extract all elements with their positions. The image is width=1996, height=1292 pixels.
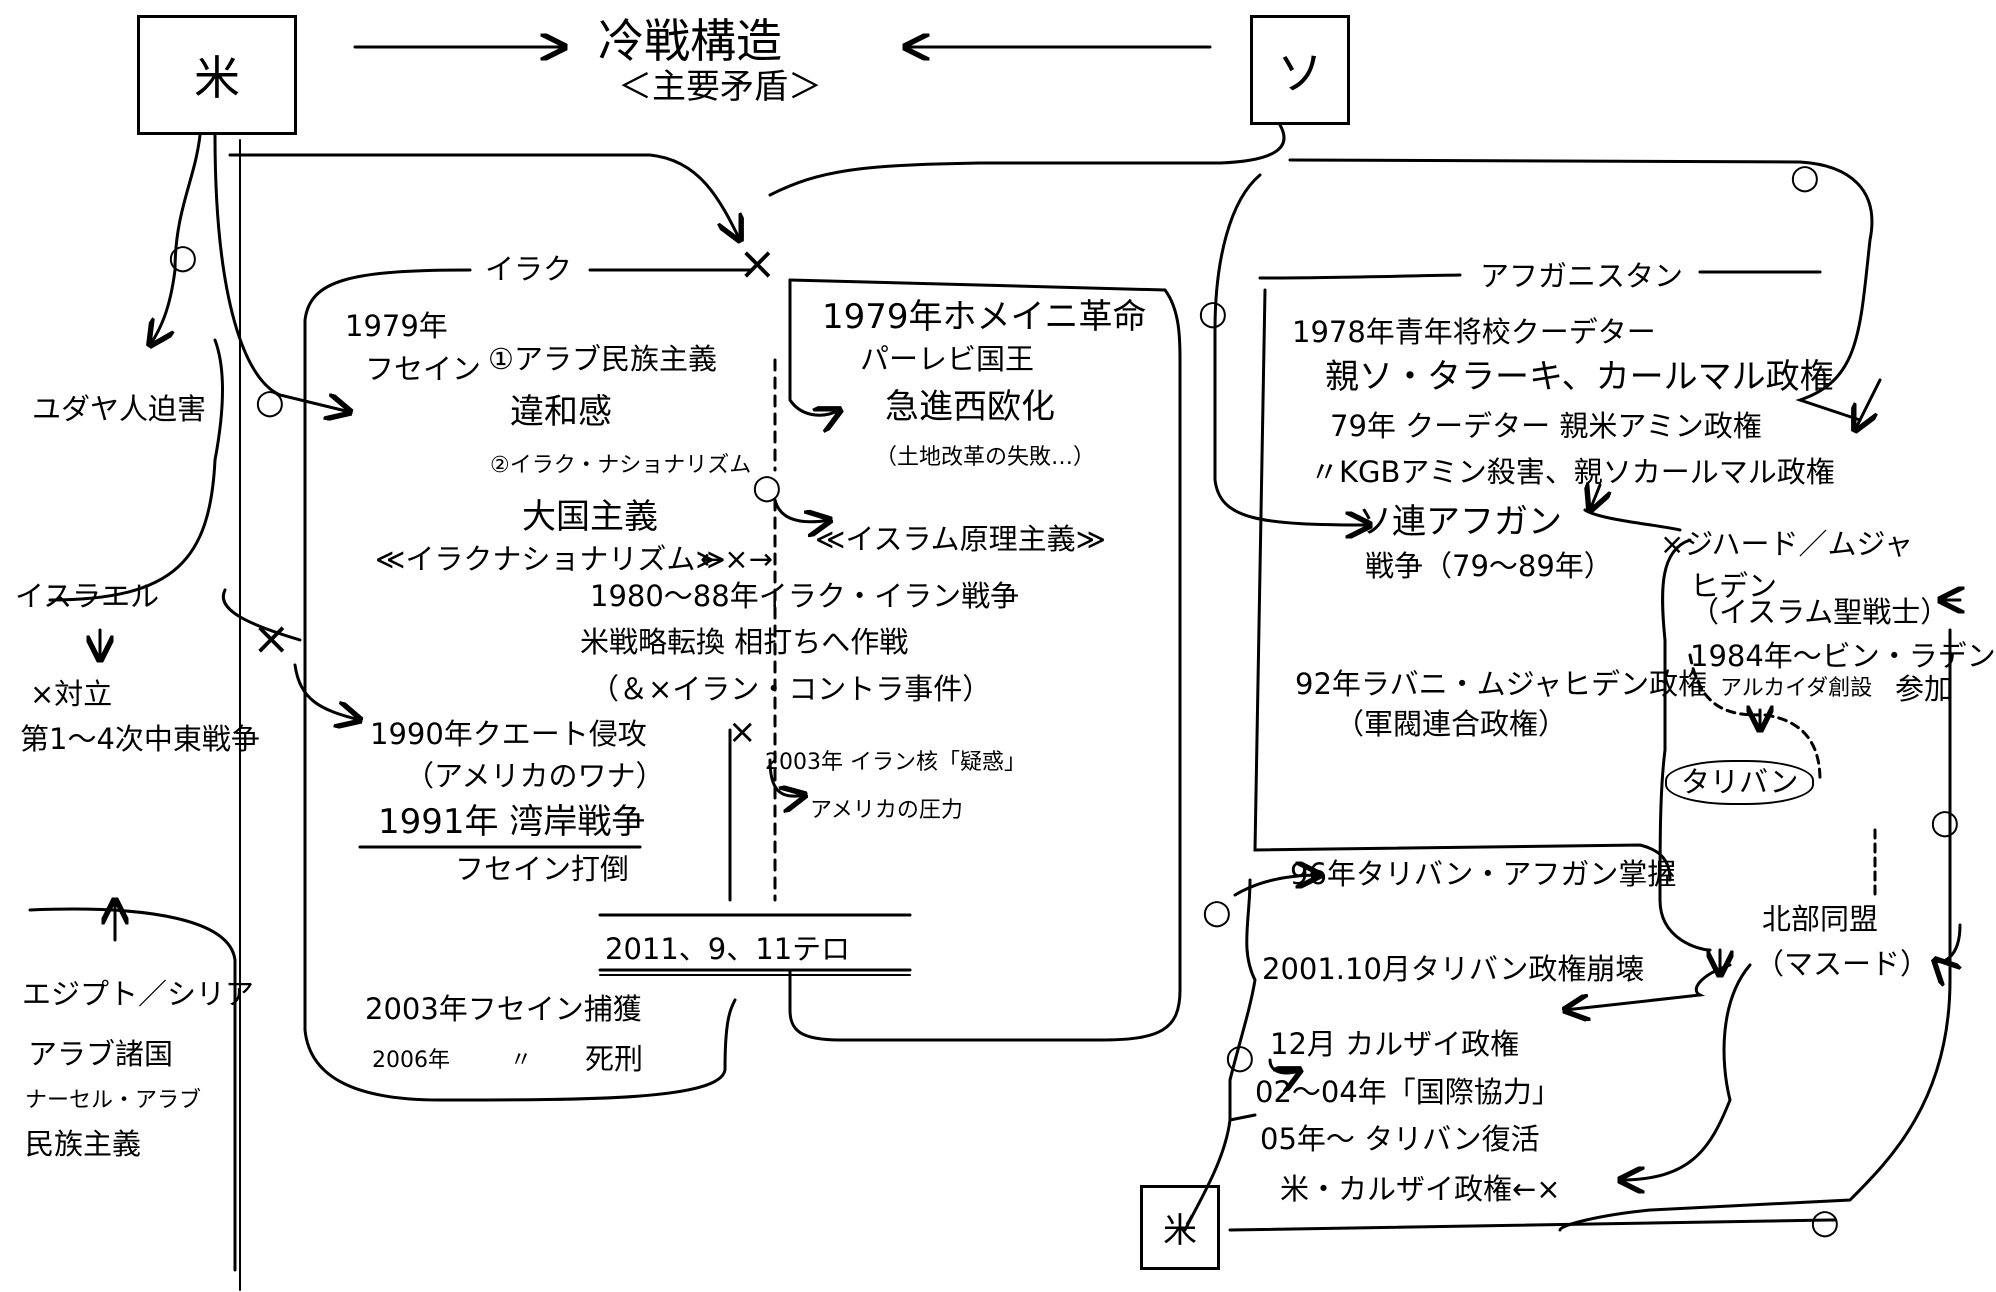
- sept-11-terror: 2011、9、11テロ: [605, 932, 851, 966]
- nationalism: 民族主義: [25, 1127, 142, 1161]
- overthrow-hussein: フセイン打倒: [455, 852, 630, 886]
- bin-laden: 1984年〜ビン・ラデン: [1690, 639, 1996, 673]
- nasser-arab: ナーセル・アラブ: [25, 1088, 202, 1113]
- iraq-title: イラク: [485, 252, 573, 286]
- taliban-revival: 05年〜 タリバン復活: [1260, 1122, 1540, 1156]
- oppose-mark-2: ×: [252, 611, 291, 665]
- soviet-afghan: ソ連アフガン: [1358, 502, 1562, 542]
- pahlavi-king: パーレビ国王: [860, 342, 1035, 376]
- kuwait-invasion: 1990年クエート侵攻: [370, 717, 647, 751]
- hussein-capture: 2003年フセイン捕獲: [365, 992, 642, 1026]
- islamic-fundamentalism: ≪イスラム原理主義≫: [815, 522, 1106, 556]
- karzai-regime: 12月 カルザイ政権: [1270, 1027, 1520, 1061]
- support-mark-5: ○: [1790, 157, 1820, 197]
- support-mark-8: ○: [1225, 1037, 1255, 1077]
- support-mark-1: ○: [168, 237, 198, 277]
- great-power: 大国主義: [522, 497, 658, 537]
- taliban-takes-afghanistan: 96年タリバン・アフガン掌握: [1290, 857, 1677, 891]
- diagram-title: 冷戦構造: [598, 14, 782, 68]
- ditto-mark: 〃: [510, 1048, 533, 1073]
- us-pressure: アメリカの圧力: [810, 798, 963, 823]
- al-qaeda-founded: アルカイダ創設: [1720, 676, 1873, 701]
- holy-warriors: （イスラム聖戦士）: [1690, 595, 1950, 629]
- support-mark-4: ○: [1198, 293, 1228, 333]
- khomeini-revolution: 1979年ホメイニ革命: [822, 297, 1147, 337]
- us-karzai: 米・カルザイ政権←×: [1280, 1172, 1561, 1206]
- support-mark-9: ○: [1810, 1202, 1840, 1242]
- soviet-afghan-war: 戦争（79〜89年）: [1365, 549, 1613, 583]
- iraqi-nationalism: ≪イラクナショナリズム≫: [375, 542, 726, 576]
- afghanistan-title: アフガニスタン: [1480, 259, 1684, 293]
- international-cooperation: 02〜04年「国際協力」: [1255, 1075, 1561, 1109]
- participation: 参加: [1895, 672, 1954, 706]
- taraki-karmal: 親ソ・タラーキ、カールマル政権: [1325, 357, 1834, 397]
- us-trap: （アメリカのワナ）: [405, 759, 665, 793]
- egypt-syria: エジプト／シリア: [22, 977, 255, 1011]
- hussein: フセイン: [365, 352, 482, 386]
- diagram-subtitle: ＜主要矛盾＞: [618, 67, 822, 107]
- support-mark-2: ○: [255, 382, 285, 422]
- northern-alliance: 北部同盟: [1762, 902, 1879, 936]
- death-penalty: 死刑: [585, 1042, 644, 1076]
- support-mark-6: ○: [1930, 802, 1960, 842]
- amin-regime: 79年 クーデター 親米アミン政権: [1330, 409, 1762, 443]
- conflict: ×対立: [30, 677, 113, 711]
- oppose-mark-1: ×: [738, 236, 777, 290]
- kgb-amin-killed: 〃KGBアミン殺害、親ソカールマル政権: [1310, 455, 1835, 489]
- support-mark-3: ○: [752, 467, 782, 507]
- taliban: タリバン: [1665, 760, 1815, 805]
- year-2006: 2006年: [372, 1048, 450, 1073]
- israel: イスラエル: [15, 579, 160, 613]
- iran-iraq-war: 1980〜88年イラク・イラン戦争: [590, 579, 1020, 613]
- iran-nuclear-suspicion: 2003年 イラン核「疑惑」: [765, 750, 1026, 775]
- iraqi-nationalism-point: ②イラク・ナショナリズム: [490, 453, 752, 478]
- us-small-node: 米: [1140, 1185, 1220, 1270]
- iraq-1979: 1979年: [345, 309, 448, 343]
- massoud: （マスード）: [1755, 947, 1930, 981]
- land-reform-failure: （土地改革の失敗…）: [875, 445, 1096, 470]
- jewish-persecution: ユダヤ人迫害: [32, 392, 207, 426]
- mujahideen-2: ヒデン: [1690, 569, 1778, 603]
- ussr-node: ソ: [1250, 15, 1350, 125]
- warlord-coalition: （軍閥連合政権）: [1335, 707, 1568, 741]
- support-mark-7: ○: [1202, 892, 1232, 932]
- jihad-mujahideen: ×ジハード／ムジャ: [1660, 527, 1914, 561]
- rabbani-regime: 92年ラバニ・ムジャヒデン政権: [1295, 667, 1708, 701]
- discomfort: 違和感: [510, 392, 612, 432]
- rapid-westernization: 急進西欧化: [885, 387, 1055, 427]
- gulf-war: 1991年 湾岸戦争: [378, 802, 646, 842]
- versus-mark: ←×→: [700, 542, 773, 576]
- arab-nationalism-point: ①アラブ民族主義: [488, 342, 717, 376]
- taliban-collapse: 2001.10月タリバン政権崩壊: [1262, 952, 1645, 986]
- us-node: 米: [137, 15, 297, 135]
- strategy-shift: 米戦略転換 相打ちへ作戦: [580, 625, 909, 659]
- iran-contra: （＆×イラン・コントラ事件）: [590, 672, 992, 706]
- coup-1978: 1978年青年将校クーデター: [1292, 315, 1656, 349]
- iran-cross: ×: [728, 712, 757, 752]
- arab-states: アラブ諸国: [28, 1037, 174, 1071]
- middle-east-wars: 第1〜4次中東戦争: [20, 722, 260, 756]
